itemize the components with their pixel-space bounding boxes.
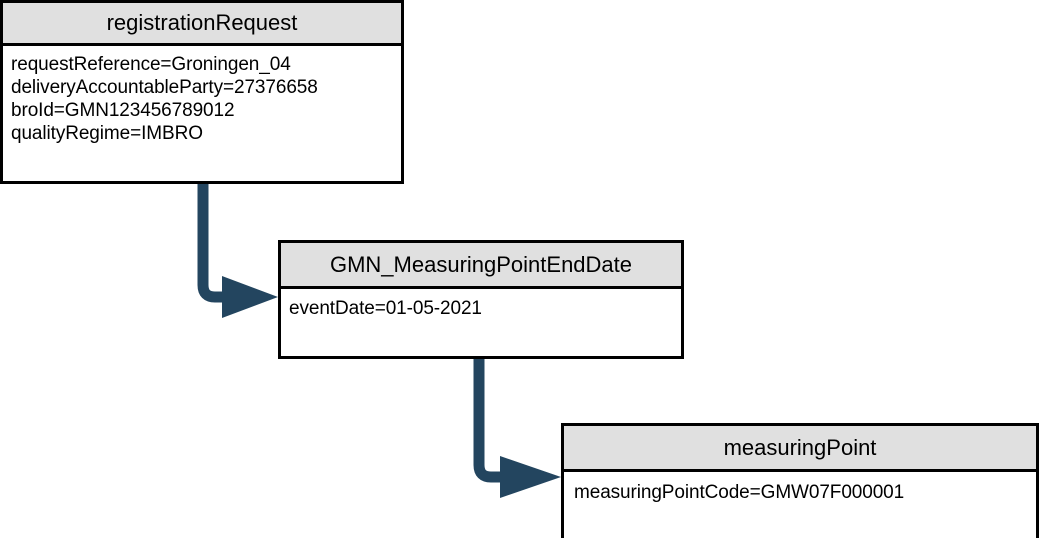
uml-box-registration-request: registrationRequest requestReference=Gro… [0, 0, 404, 184]
attribute-row: eventDate=01-05-2021 [289, 298, 482, 319]
attribute-row: measuringPointCode=GMW07F000001 [574, 482, 905, 503]
uml-box-title-registration-request: registrationRequest [3, 3, 401, 46]
attribute-row: broId=GMN123456789012 [11, 100, 235, 121]
uml-box-attributes-measuring-point: measuringPointCode=GMW07F000001 [564, 472, 1036, 538]
uml-box-measuring-point: measuringPoint measuringPointCode=GMW07F… [561, 423, 1039, 538]
uml-box-measuring-point-end-date: GMN_MeasuringPointEndDate eventDate=01-0… [278, 240, 684, 359]
uml-box-attributes-registration-request: requestReference=Groningen_04 deliveryAc… [3, 46, 401, 181]
uml-box-attributes-measuring-point-end-date: eventDate=01-05-2021 [281, 289, 681, 356]
attribute-row: qualityRegime=IMBRO [11, 123, 203, 144]
attribute-row: deliveryAccountableParty=27376658 [11, 77, 318, 98]
attribute-row: requestReference=Groningen_04 [11, 54, 291, 75]
uml-box-title-measuring-point-end-date: GMN_MeasuringPointEndDate [281, 243, 681, 289]
uml-box-title-measuring-point: measuringPoint [564, 426, 1036, 472]
